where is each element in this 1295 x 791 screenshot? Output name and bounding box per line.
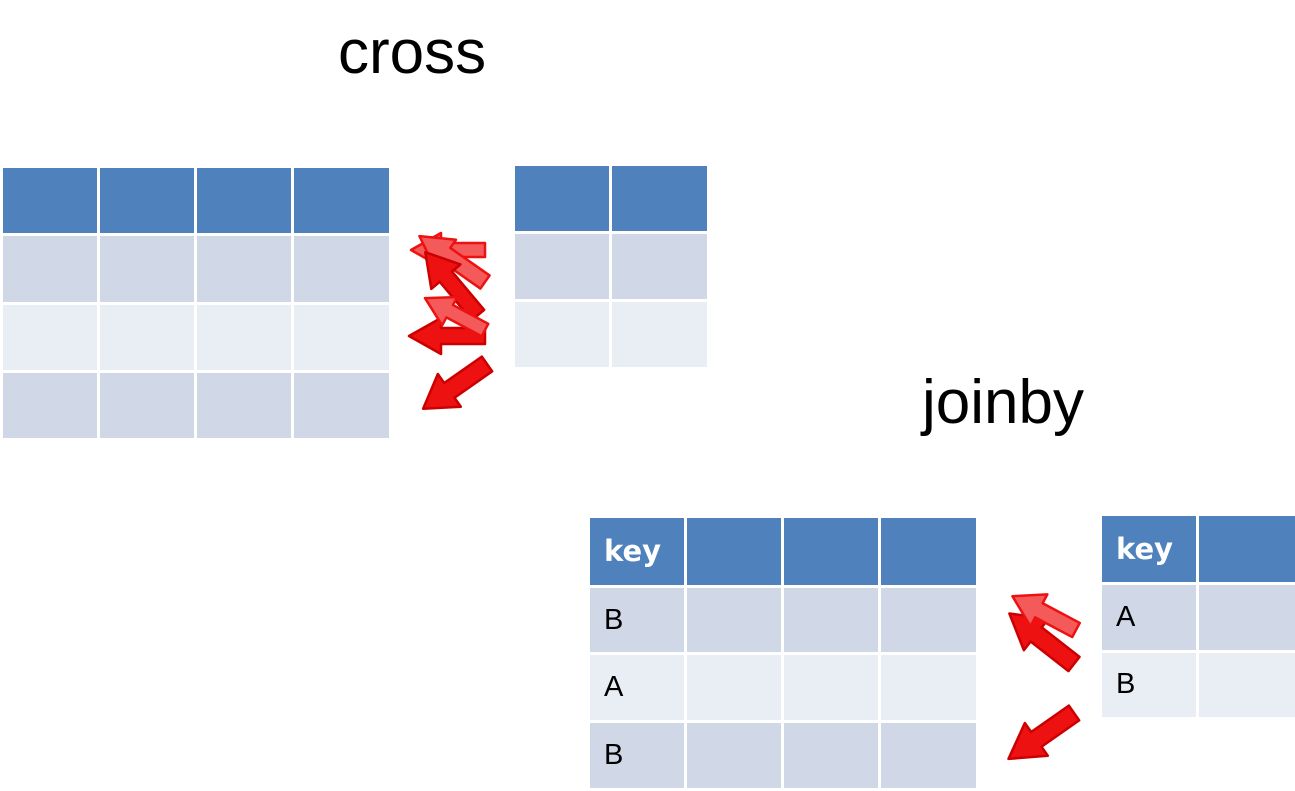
table-cell [97,233,197,305]
table-cell [781,652,881,724]
table-cell [609,299,710,370]
table-cell [194,369,294,442]
joinby-title: joinby [922,368,1084,437]
table-cell [781,720,881,791]
cross-title: cross [338,18,487,87]
table-header-row [512,163,710,234]
table-header-row [0,164,392,237]
arrow-diagonal-icon [418,234,491,290]
table-cell [609,231,710,302]
table-row: A [1099,582,1295,653]
header-cell [291,164,392,237]
table-cell [97,369,197,442]
key-value: B [1116,668,1136,701]
table-cell [0,369,100,442]
table-cell [684,584,784,656]
table-cell [1196,649,1295,721]
arrow-diagonal-icon [421,355,494,410]
header-cell [684,515,784,588]
key-header-cell: key [1099,512,1199,586]
arrow-left-icon [409,231,487,269]
table-cell [684,720,784,791]
joinby-left-table: key B A B [587,515,979,791]
table-row: B [587,584,979,656]
key-header-cell: key [587,515,687,588]
header-cell [781,515,881,588]
table-header-row: key [1099,512,1295,586]
table-cell [0,233,100,305]
arrow-diagonal-icon [1008,612,1081,673]
table-cell [512,231,612,302]
table-cell [878,720,979,791]
table-cell [291,301,392,373]
header-cell [609,163,710,234]
table-cell [194,301,294,373]
table-cell [781,584,881,656]
cross-right-table [512,163,710,370]
table-row [512,299,710,370]
arrow-diagonal-icon [1007,704,1081,761]
key-header-label: key [1116,532,1174,567]
table-cell [684,652,784,724]
key-cell: B [587,720,687,791]
table-header-row: key [587,515,979,588]
header-cell [512,163,612,234]
key-cell: B [587,584,687,656]
table-cell [0,301,100,373]
table-cell [291,233,392,305]
table-cell [1196,582,1295,653]
table-cell [878,584,979,656]
table-row [0,233,392,305]
key-value: A [1116,600,1136,633]
header-cell [878,515,979,588]
table-row: B [587,720,979,791]
header-cell [0,164,100,237]
cross-left-table [0,164,392,442]
joinby-arrows [1007,593,1082,761]
table-row [0,301,392,373]
arrow-diagonal-icon [423,295,490,338]
table-cell [194,233,294,305]
key-value: B [604,739,624,772]
key-value: B [604,603,624,636]
key-cell: A [587,652,687,724]
table-row: A [587,652,979,724]
table-row [0,369,392,442]
table-cell [512,299,612,370]
cross-arrows [407,231,494,410]
header-cell [194,164,294,237]
header-cell [97,164,197,237]
key-header-label: key [604,534,662,569]
table-cell [878,652,979,724]
header-cell [1196,512,1295,586]
table-cell [291,369,392,442]
joinby-right-table: key A B [1099,512,1295,721]
key-value: A [604,671,624,704]
key-cell: B [1099,649,1199,721]
key-cell: A [1099,582,1199,653]
table-row: B [1099,649,1295,721]
table-cell [97,301,197,373]
arrow-diagonal-icon [1011,593,1082,639]
table-row [512,231,710,302]
arrow-left-icon [407,316,487,356]
arrow-diagonal-icon [424,250,486,322]
